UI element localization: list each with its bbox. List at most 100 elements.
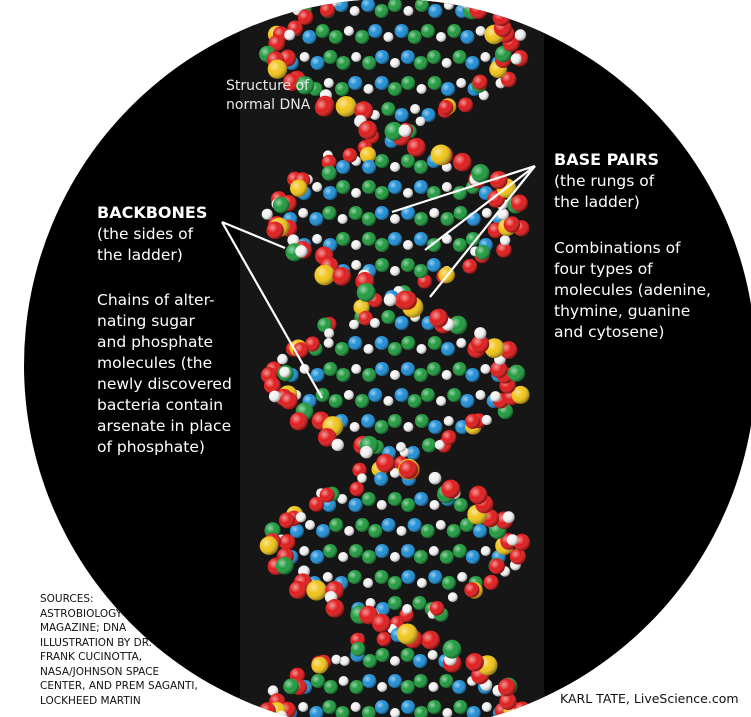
atom-shading	[351, 702, 361, 712]
atom-shading	[350, 422, 360, 432]
atom-shading	[429, 682, 439, 692]
atom-shading	[336, 232, 350, 246]
atom-shading	[413, 596, 427, 610]
atom-shading	[430, 500, 440, 510]
atom-shading	[279, 534, 295, 550]
atom-shading	[469, 1, 487, 19]
atom-shading	[493, 8, 511, 26]
atom-shading	[417, 84, 427, 94]
atom-shading	[408, 518, 422, 532]
atom-shading	[336, 180, 350, 194]
atom-shading	[357, 473, 367, 483]
atom-shading	[368, 388, 382, 402]
atom-shading	[434, 0, 453, 1]
atom-shading	[498, 678, 516, 696]
atom-shading	[500, 235, 510, 245]
atom-shading	[444, 0, 454, 10]
backbones-title: BACKBONES	[97, 203, 207, 223]
atom-shading	[350, 482, 365, 497]
atom-shading	[375, 544, 389, 558]
atom-shading	[442, 370, 452, 380]
backbones-subtitle: (the sides of the ladder)	[97, 224, 193, 266]
atom-shading	[414, 180, 428, 194]
atom-shading	[503, 511, 515, 523]
atom-shading	[428, 570, 442, 584]
atom-shading	[343, 148, 358, 163]
atom-shading	[310, 550, 324, 564]
atom-shading	[332, 267, 351, 286]
atom-shading	[414, 56, 428, 70]
atom-shading	[362, 212, 376, 226]
atom-shading	[375, 362, 389, 376]
atom-shading	[368, 24, 382, 38]
atom-shading	[355, 518, 369, 532]
atom-shading	[457, 572, 467, 582]
atom-shading	[403, 188, 413, 198]
atom-shading	[368, 524, 382, 538]
atom-shading	[316, 24, 330, 38]
atom-shading	[324, 328, 334, 338]
atom-shading	[338, 552, 348, 562]
atom-shading	[397, 624, 418, 645]
atom-shading	[290, 412, 308, 430]
atom-shading	[466, 653, 484, 671]
atom-shading	[414, 212, 428, 226]
atom-shading	[465, 414, 480, 429]
atom-shading	[329, 518, 343, 532]
atom-shading	[401, 336, 415, 350]
atom-shading	[429, 208, 439, 218]
atom-shading	[401, 154, 415, 168]
base-pairs-title: BASE PAIRS	[554, 150, 659, 170]
atom-shading	[441, 82, 455, 96]
atom-shading	[266, 222, 283, 239]
base-pairs-description: Combinations of four types of molecules …	[554, 238, 711, 343]
atom-shading	[480, 52, 490, 62]
atom-shading	[277, 354, 288, 365]
atom-shading	[323, 544, 337, 558]
atom-shading	[476, 390, 486, 400]
atom-shading	[323, 572, 333, 582]
atom-shading	[344, 26, 354, 36]
atom-shading	[375, 570, 389, 584]
atom-shading	[284, 30, 295, 41]
atom-shading	[388, 596, 402, 610]
atom-shading	[507, 534, 518, 545]
atom-shading	[453, 362, 467, 376]
atom-shading	[306, 580, 326, 600]
atom-shading	[428, 336, 442, 350]
atom-shading	[480, 364, 490, 374]
atom-shading	[323, 362, 337, 376]
atom-shading	[453, 50, 467, 64]
atom-shading	[414, 368, 428, 382]
atom-shading	[448, 592, 458, 602]
atom-shading	[390, 58, 400, 68]
atom-shading	[390, 656, 400, 666]
atom-shading	[262, 209, 273, 220]
atom-shading	[441, 480, 460, 499]
atom-shading	[401, 680, 415, 694]
atom-shading	[469, 486, 487, 504]
atom-shading	[260, 536, 279, 555]
atom-shading	[447, 388, 461, 402]
atom-shading	[436, 32, 446, 42]
atom-shading	[375, 206, 389, 220]
sources-credit: SOURCES: ASTROBIOLOGY MAGAZINE; DNA ILLU…	[40, 592, 198, 708]
atom-shading	[431, 145, 452, 166]
atom-shading	[417, 344, 427, 354]
atom-shading	[460, 30, 474, 44]
atom-shading	[414, 492, 428, 506]
atom-shading	[414, 264, 428, 278]
atom-shading	[458, 98, 473, 113]
atom-shading	[472, 75, 487, 90]
atom-shading	[443, 640, 462, 659]
atom-shading	[439, 674, 453, 688]
atom-shading	[508, 365, 525, 382]
atom-shading	[422, 438, 436, 452]
atom-shading	[299, 546, 309, 556]
atom-shading	[344, 526, 354, 536]
atom-shading	[351, 260, 361, 270]
atom-shading	[289, 581, 307, 599]
atom-shading	[442, 58, 452, 68]
atom-shading	[397, 526, 407, 536]
